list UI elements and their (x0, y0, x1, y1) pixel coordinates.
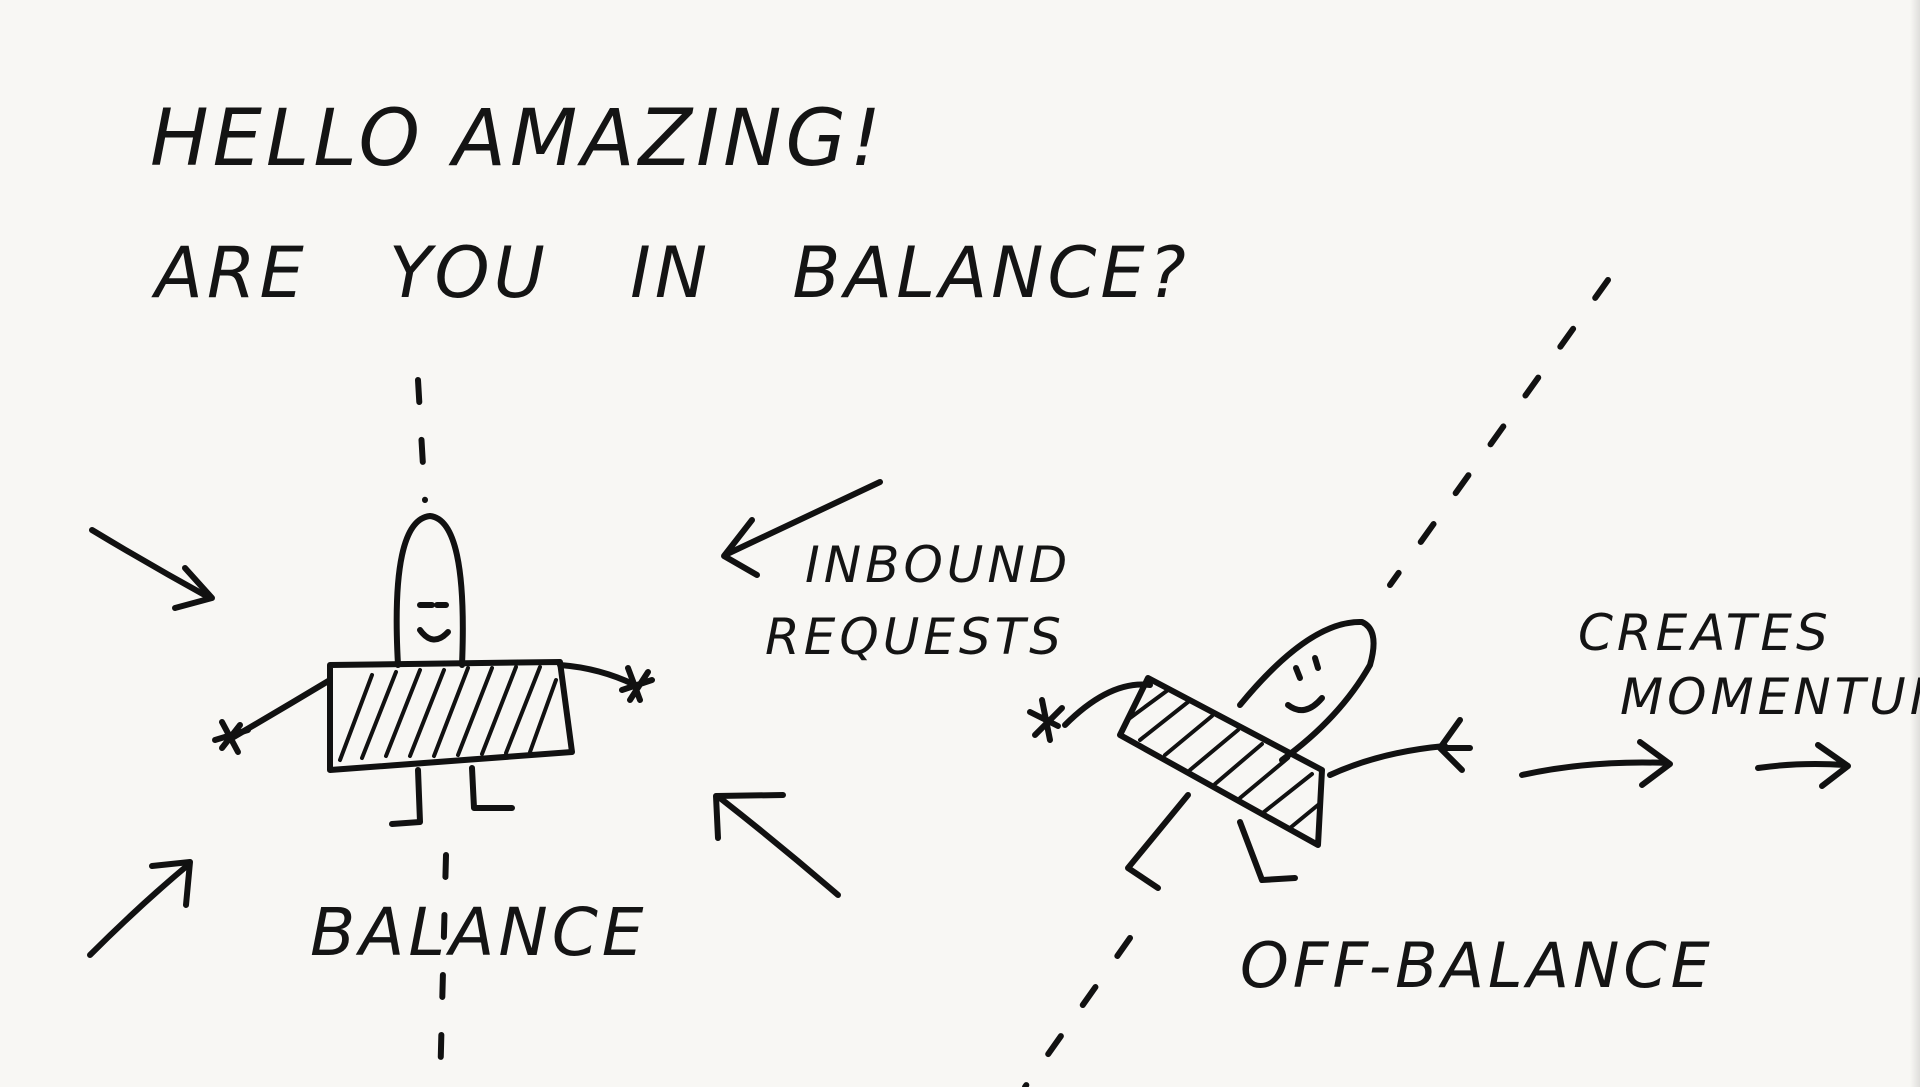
off-balance-figure-right-leg (1237, 819, 1298, 883)
off-balance-figure-right-hand (1437, 717, 1473, 773)
inbound-requests-label-line-2: REQUESTS (765, 608, 1065, 666)
balance-label: BALANCE (310, 894, 648, 971)
off-balance-figure-left-leg (1125, 792, 1191, 891)
off-balance-figure-left-hand (1027, 697, 1065, 743)
balanced-figure-body (327, 659, 575, 773)
off-balance-figure-head (1237, 618, 1377, 763)
off-balance-figure (1027, 618, 1473, 891)
off-balance-figure-face (1285, 655, 1325, 714)
arrow-inbound-top (721, 479, 883, 578)
arrow-inbound-bottom (713, 792, 841, 898)
balanced-figure-right-arm (557, 662, 638, 688)
balanced-figure-left-leg (389, 767, 423, 827)
off-balance-axis-bottom (1022, 935, 1133, 1087)
balanced-figure (212, 513, 655, 827)
arrow-top-left (89, 527, 215, 611)
inbound-requests-label-line-1: INBOUND (805, 536, 1072, 594)
arrow-bottom-left (87, 859, 193, 958)
page-edge-shadow (1910, 0, 1920, 1087)
balanced-figure-left-hand (212, 719, 251, 755)
off-balance-axis-top (1387, 277, 1611, 588)
creates-momentum-label-line-1: CREATES (1578, 604, 1832, 662)
off-balance-figure-right-arm (1327, 743, 1448, 778)
balance-axis-bottom (437, 852, 449, 1087)
balanced-figure-face (417, 602, 451, 643)
creates-momentum-label-line-2: MOMENTUM (1620, 668, 1920, 726)
off-balance-label: OFF-BALANCE (1240, 929, 1714, 1002)
balanced-figure-hatching (338, 665, 558, 762)
title-line-1: HELLO AMAZING! (150, 94, 886, 184)
off-balance-figure-hatching (1128, 688, 1320, 830)
balanced-figure-right-hand (619, 665, 655, 703)
balanced-figure-right-leg (469, 765, 515, 811)
balance-axis-top (415, 377, 428, 503)
momentum-arrow-2 (1755, 742, 1851, 789)
off-balance-figure-body (1117, 675, 1325, 848)
title-line-2: ARE YOU IN BALANCE? (155, 232, 1190, 314)
momentum-arrow-1 (1519, 739, 1673, 788)
balanced-figure-head (393, 513, 466, 668)
off-balance-figure-left-arm (1062, 681, 1153, 728)
